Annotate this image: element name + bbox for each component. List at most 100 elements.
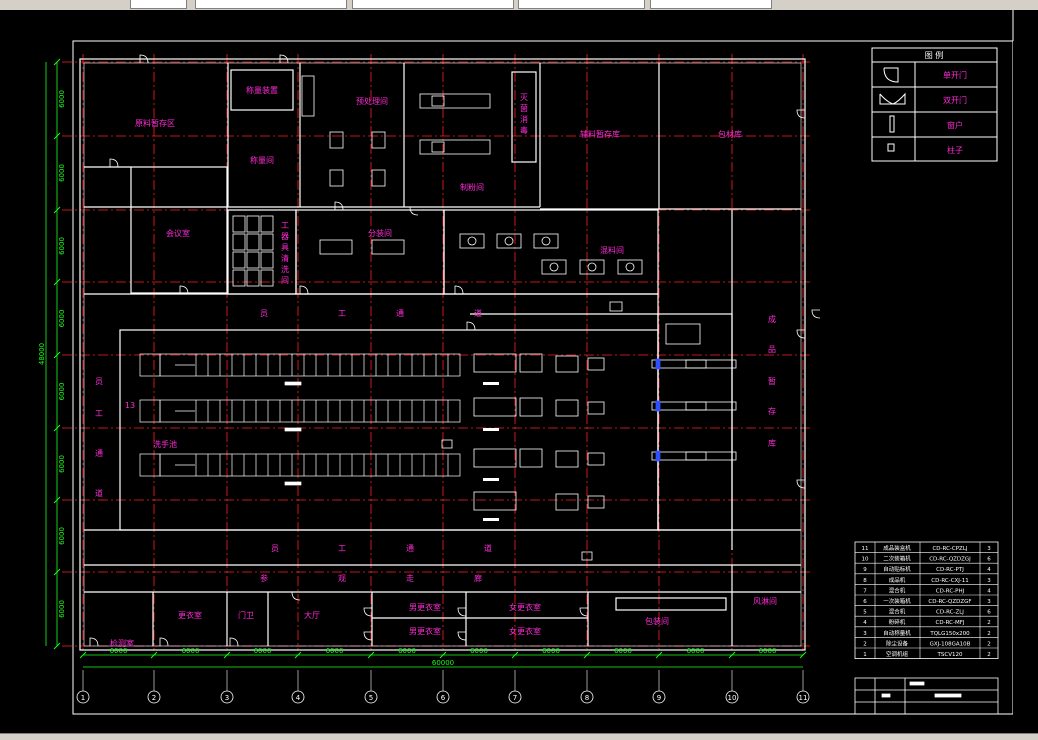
table-cell-qty: 2 (987, 641, 991, 647)
labeling-machine (555, 493, 579, 511)
table-cell-model: CD-RC-PTJ (936, 567, 964, 573)
rack-cell (232, 269, 246, 287)
rack-cell (232, 233, 246, 251)
dim-text-left: 6000 (58, 455, 66, 473)
label-filling-room: 混料间 (600, 245, 624, 255)
label-corridor-top: 通 (396, 308, 404, 318)
filling-machine (533, 233, 559, 249)
label-corridor-bottom: 工 (338, 544, 346, 553)
dim-text-bottom-total: 60000 (432, 659, 454, 667)
dim-text-left-total: 48000 (38, 343, 46, 365)
inspection-box (587, 495, 605, 509)
doors (89, 54, 821, 647)
table-cell-qty: 3 (987, 578, 991, 584)
dim-tick (223, 651, 231, 659)
filling-machine-head (541, 236, 551, 246)
axis-grid (62, 54, 810, 650)
label-packaging-storage: 包材库 (718, 129, 742, 139)
rack-cell (260, 251, 274, 269)
label-air-shower: 风淋间 (753, 596, 777, 606)
label-finished-storage: 成 (768, 314, 776, 324)
axis-label: 5 (369, 694, 373, 702)
column-icon (887, 143, 895, 152)
filling-machine (579, 259, 605, 275)
toolbar-layer-dropdown[interactable] (130, 0, 187, 9)
axis-bubble (436, 690, 450, 704)
dim-text-bottom: 6000 (398, 647, 416, 655)
legend-label-window: 窗户 (947, 120, 963, 130)
door-swing-icon (457, 607, 467, 617)
inspection-box (587, 401, 605, 415)
toolbar-color-combo[interactable] (352, 0, 514, 9)
dim-tick (367, 651, 375, 659)
sheet-margin (1013, 10, 1038, 734)
control-box (609, 301, 623, 312)
toolbar-linetype-combo[interactable] (518, 0, 645, 9)
labeling-machine (555, 399, 579, 417)
label-sorting-room: 分装间 (368, 228, 392, 238)
window-icon (889, 115, 895, 133)
dim-tick (799, 651, 807, 659)
door-swing-icon (179, 285, 189, 295)
mixer-part (431, 95, 445, 107)
toolbar-lineweight-combo[interactable] (650, 0, 772, 9)
output-station (685, 359, 707, 369)
legend-label-single-door: 单开门 (943, 70, 967, 80)
axis-label: 8 (585, 694, 589, 702)
door-swing-icon (811, 309, 821, 319)
dim-text-bottom: 6000 (470, 647, 488, 655)
label-meeting-room: 会议室 (166, 228, 190, 238)
label-sterilizer-char: 消 (520, 114, 528, 124)
command-bar[interactable] (0, 733, 1038, 740)
dim-text-left: 6000 (58, 164, 66, 182)
filling-machine-head (467, 236, 477, 246)
weighing-device (301, 75, 315, 117)
table-cell-qty: 3 (987, 599, 991, 605)
table-cell-qty: 4 (987, 588, 991, 594)
line-start-station (139, 353, 161, 377)
label-finished-storage: 暂 (768, 376, 776, 386)
line-start-station (139, 399, 161, 423)
dim-text-left: 6000 (58, 600, 66, 618)
dim-text-bottom: 6000 (614, 647, 632, 655)
single-door-icon (883, 67, 899, 83)
tag-mark (284, 427, 302, 432)
axis-label: 3 (225, 694, 229, 702)
table-cell-no: 6 (863, 599, 867, 605)
scale-unit (329, 169, 344, 187)
table-cell-model: CD-RC-PHJ (936, 588, 965, 594)
axis-label: 7 (513, 694, 517, 702)
dim-text-bottom: 6000 (326, 647, 344, 655)
walls (79, 58, 806, 651)
door-swing-icon (363, 631, 373, 641)
scale-unit (329, 131, 344, 149)
toolbar-layer-combo[interactable] (195, 0, 347, 9)
axis-label: 6 (441, 694, 446, 702)
legend-label-column: 柱子 (947, 145, 963, 155)
dim-tick (655, 651, 663, 659)
table-frame (854, 541, 999, 659)
dim-tick (511, 651, 519, 659)
dim-tick (728, 651, 736, 659)
rack-cell (246, 269, 260, 287)
axis-bubble (796, 690, 810, 704)
table-cell-qty: 2 (987, 631, 991, 637)
tag-mark (284, 481, 302, 486)
labeling-machine (555, 450, 579, 468)
label-corridor-left: 员 (95, 377, 103, 386)
axis-bubble (147, 690, 161, 704)
table-cell-model: CD-RC-CXJ-11 (931, 578, 968, 584)
sealing-machine (519, 448, 543, 468)
mixer-machine (419, 139, 491, 155)
production-lines (139, 353, 499, 521)
label-visitor-corridor: 走 (406, 574, 414, 583)
table-cell-qty: 3 (987, 546, 991, 552)
tag-mark (483, 518, 499, 521)
conveyor-transfer (665, 323, 701, 345)
dim-tick (53, 206, 61, 214)
dim-text-left: 6000 (58, 310, 66, 328)
dim-text-bottom: 6000 (182, 647, 200, 655)
table-cell-model: CD-RC-QZDZGF (928, 599, 971, 605)
equipment (232, 75, 737, 561)
